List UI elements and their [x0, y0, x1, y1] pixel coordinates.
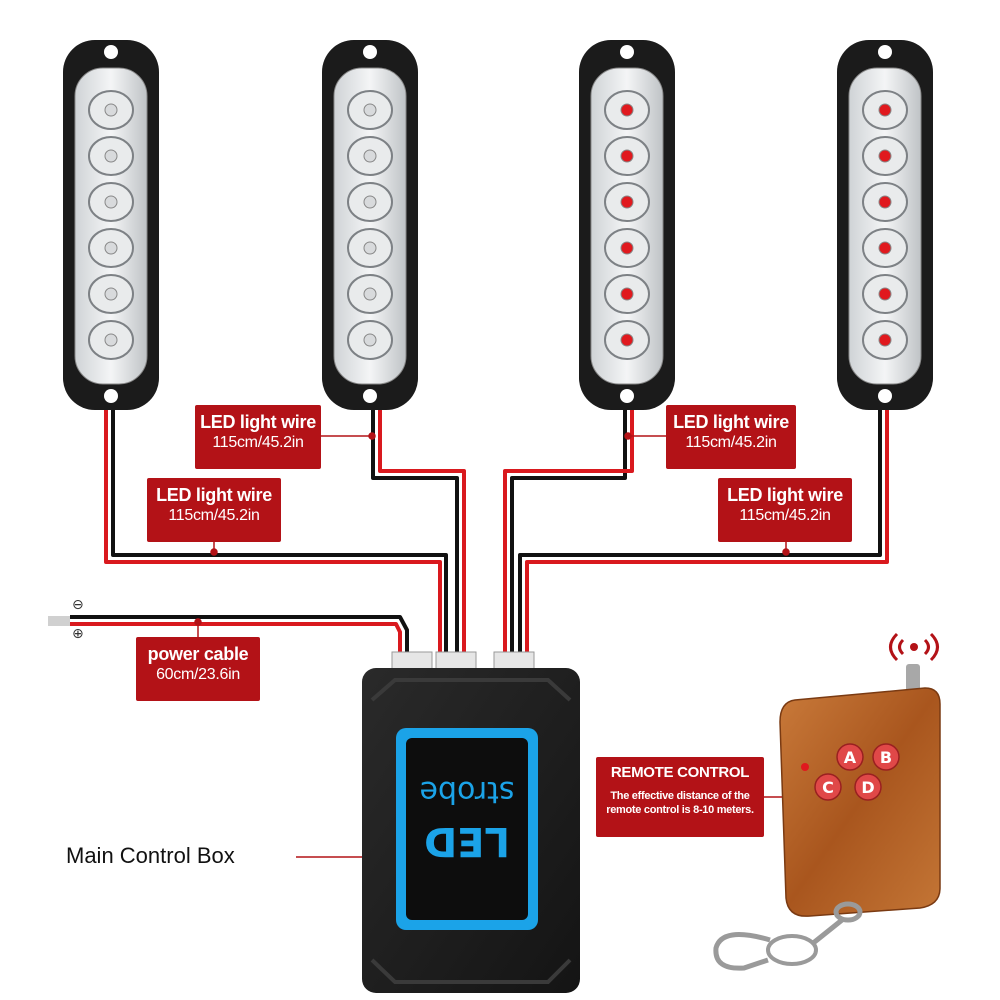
connector-right [493, 651, 535, 671]
wire-light-3-black [510, 410, 627, 652]
box-screen-text: LED strobe [420, 774, 515, 864]
mount-hole-top [104, 45, 118, 59]
main-control-box-label: Main Control Box [66, 843, 235, 868]
led-chip [878, 149, 892, 163]
led-chip [878, 195, 892, 209]
power-cable-red [70, 622, 402, 660]
led-chip [620, 103, 634, 117]
led-chip [620, 149, 634, 163]
wire-label-title: LED light wire [673, 412, 789, 432]
mount-hole-bottom [620, 389, 634, 403]
wire-label-length: 115cm/45.2in [212, 434, 304, 451]
led-column [88, 90, 134, 360]
wire-label-light-2: LED light wire 115cm/45.2in [195, 405, 321, 469]
led-chip [363, 195, 377, 209]
wire-label-title: LED light wire [200, 412, 316, 432]
power-positive-symbol: ⊕ [72, 625, 84, 641]
box-screen [406, 738, 528, 920]
mount-hole-bottom [878, 389, 892, 403]
signal-icon [889, 632, 939, 662]
led-chip [104, 241, 118, 255]
remote-button-label: A [844, 748, 857, 767]
keychain-icon [713, 901, 863, 971]
led-chip [363, 241, 377, 255]
power-negative-symbol: ⊖ [72, 596, 84, 612]
wire-label-length: 115cm/45.2in [685, 434, 777, 451]
remote-button-label: C [822, 778, 834, 797]
strobe-light-4 [837, 40, 933, 410]
led-chip [620, 241, 634, 255]
strobe-light-1 [63, 40, 159, 410]
wire-light-4-black [518, 410, 882, 652]
led-chip [363, 103, 377, 117]
strobe-light-3 [579, 40, 675, 410]
remote-antenna [906, 664, 920, 696]
led-chip [104, 149, 118, 163]
led-chip [620, 195, 634, 209]
led-chip [104, 333, 118, 347]
connector-left [391, 651, 433, 671]
led-chip [878, 287, 892, 301]
power-cable-tip [48, 616, 70, 626]
wire-light-1-red [104, 410, 442, 652]
remote-button-c[interactable] [814, 773, 842, 801]
screen-text-led: LED [424, 818, 510, 864]
remote-button-a[interactable] [836, 743, 864, 771]
wire-light-2-black [371, 410, 459, 652]
led-chip [878, 241, 892, 255]
led-chip [878, 103, 892, 117]
wire-light-1-black [111, 410, 448, 652]
mount-hole-top [363, 45, 377, 59]
wire-label-light-1: LED light wire 115cm/45.2in [147, 478, 281, 542]
main-control-box: LED strobe [362, 651, 580, 993]
power-cable-title: power cable [147, 644, 249, 664]
wire-label-light-3: LED light wire 115cm/45.2in [666, 405, 796, 469]
remote-control-title: REMOTE CONTROL [610, 764, 750, 781]
remote-button-panel: A B C D [814, 743, 900, 801]
remote-button-label: D [861, 778, 874, 797]
power-cable-length: 60cm/23.6in [156, 666, 240, 683]
led-chip [363, 149, 377, 163]
connector-middle [435, 651, 477, 671]
power-cable-label: power cable 60cm/23.6in [136, 637, 260, 701]
wire-label-light-4: LED light wire 115cm/45.2in [718, 478, 852, 542]
led-chip [104, 195, 118, 209]
wire-light-2-red [378, 410, 466, 652]
box-ridges [370, 678, 572, 984]
screen-text-strobe: strobe [420, 774, 515, 809]
remote-control-note-line2: remote control is 8-10 meters. [606, 804, 754, 816]
mount-hole-bottom [363, 389, 377, 403]
remote-button-b[interactable] [872, 743, 900, 771]
led-chip [104, 287, 118, 301]
wire-label-length: 115cm/45.2in [168, 507, 260, 524]
wire-label-title: LED light wire [727, 485, 843, 505]
remote-control-label: REMOTE CONTROL The effective distance of… [596, 757, 764, 837]
led-column [604, 90, 650, 360]
remote-control: A B C D [713, 632, 941, 971]
mount-hole-top [620, 45, 634, 59]
led-column [347, 90, 393, 360]
wire-light-3-red [503, 410, 634, 652]
remote-button-d[interactable] [854, 773, 882, 801]
led-chip [104, 103, 118, 117]
wire-label-length: 115cm/45.2in [739, 507, 831, 524]
led-chip [620, 287, 634, 301]
remote-control-note-line1: The effective distance of the [610, 790, 750, 802]
wires [48, 410, 889, 660]
mount-hole-top [878, 45, 892, 59]
led-chip [363, 333, 377, 347]
mount-hole-bottom [104, 389, 118, 403]
led-column [862, 90, 908, 360]
wire-label-title: LED light wire [156, 485, 272, 505]
strobe-light-2 [322, 40, 418, 410]
led-chip [363, 287, 377, 301]
remote-body [779, 687, 941, 917]
led-chip [878, 333, 892, 347]
wire-light-4-red [525, 410, 889, 652]
power-cable-black [70, 615, 409, 660]
remote-indicator-led [801, 763, 809, 771]
remote-button-label: B [880, 748, 892, 767]
led-chip [620, 333, 634, 347]
